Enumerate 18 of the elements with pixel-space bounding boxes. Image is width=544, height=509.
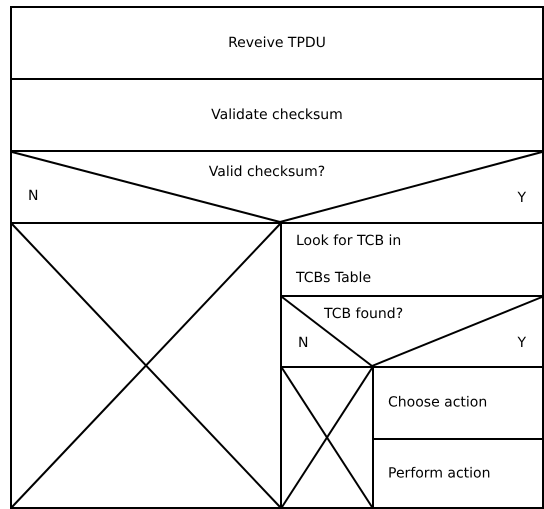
process-text: Choose action <box>387 394 488 412</box>
decision-box <box>10 150 544 224</box>
process-text: Validate checksum <box>210 107 344 123</box>
process-box <box>10 78 544 152</box>
branch-label: N <box>28 188 38 204</box>
empty-branch-box <box>10 222 282 509</box>
branch-label: Y <box>517 335 526 351</box>
process-text: Perform action <box>387 464 492 483</box>
process-text: Reveive TPDU <box>227 35 327 51</box>
process-text: Look for TCB in TCBs Table <box>295 232 402 288</box>
empty-branch-box <box>280 366 374 509</box>
condition-text: Valid checksum? <box>208 164 326 180</box>
process-box <box>10 6 544 80</box>
condition-text: TCB found? <box>324 306 404 322</box>
branch-label: Y <box>517 190 526 206</box>
decision-box <box>280 295 544 368</box>
branch-label: N <box>298 335 308 351</box>
process-box <box>372 438 544 509</box>
